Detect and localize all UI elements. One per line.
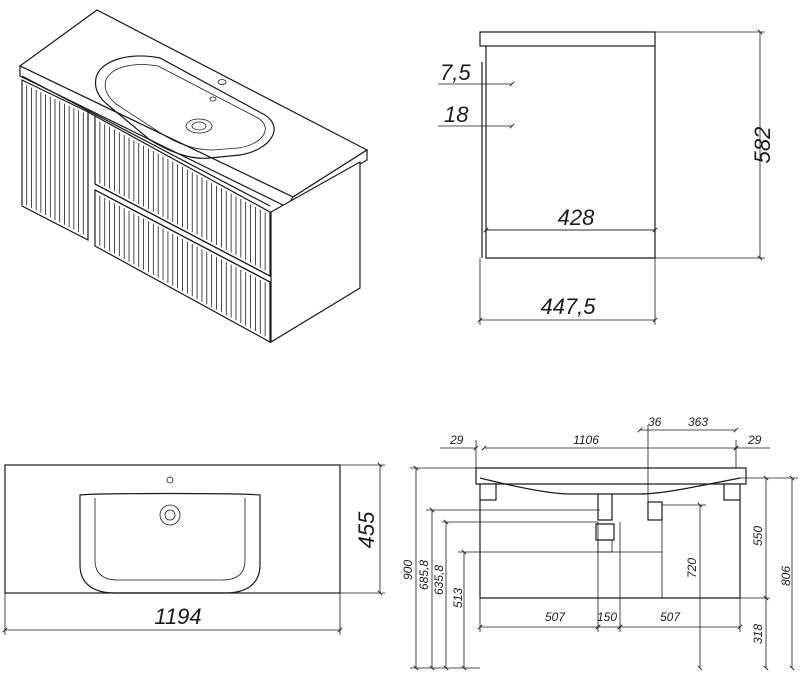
dim-720: 720 [685, 558, 699, 578]
dim-1106: 1106 [573, 433, 599, 447]
drain-inner [191, 121, 207, 131]
top-tap-hole [166, 476, 174, 484]
side-counter [479, 31, 656, 47]
dim-36: 36 [648, 415, 662, 429]
top-drain-inner [164, 509, 176, 521]
left-bracket [479, 483, 497, 501]
isometric-view [18, 9, 369, 344]
cabinet-side [270, 160, 361, 344]
drain-outer [185, 118, 213, 134]
siphon [595, 494, 615, 541]
dim-507-left: 507 [545, 610, 566, 624]
dim-363: 363 [688, 415, 708, 429]
front-counter [475, 467, 747, 485]
dim-1194: 1194 [154, 604, 201, 629]
dim-507-right: 507 [660, 610, 681, 624]
front-basin-curve [479, 477, 741, 495]
dim-18: 18 [444, 102, 469, 127]
basin-inner [104, 64, 266, 151]
dim-455: 455 [354, 511, 379, 548]
right-bracket [723, 483, 741, 501]
dim-806: 806 [779, 566, 793, 586]
dim-29-left: 29 [449, 433, 464, 447]
top-view: 455 1194 [2, 462, 385, 635]
dim-7-5: 7,5 [440, 60, 471, 85]
top-outline [4, 464, 341, 594]
front-view: 29 1106 36 363 29 900 685,8 635,8 513 72… [401, 415, 798, 671]
dim-900: 900 [401, 560, 415, 580]
dim-150: 150 [597, 610, 617, 624]
dim-428: 428 [558, 205, 595, 230]
dim-635-8: 635,8 [432, 565, 446, 595]
dim-447-5: 447,5 [540, 294, 596, 319]
fluting [26, 85, 266, 337]
basin-outer [94, 55, 275, 159]
front-cabinet [479, 500, 741, 599]
dim-685-8: 685,8 [417, 560, 431, 590]
overflow-hole [209, 96, 217, 102]
dim-550: 550 [751, 526, 765, 546]
side-cabinet [485, 46, 656, 259]
dim-318: 318 [751, 624, 765, 644]
side-view: 582 7,5 18 428 447,5 [438, 29, 775, 325]
dim-513: 513 [451, 588, 465, 608]
top-drain-outer [159, 504, 181, 526]
siphon-trap [597, 539, 613, 553]
tap-hole [217, 79, 227, 85]
top-basin-outer [79, 492, 261, 594]
dim-29-right: 29 [747, 433, 762, 447]
drawer-handles [87, 111, 271, 283]
top-rail [21, 75, 271, 207]
mid-bracket [647, 501, 663, 521]
dim-582: 582 [750, 127, 775, 164]
top-basin-inner [94, 498, 246, 581]
